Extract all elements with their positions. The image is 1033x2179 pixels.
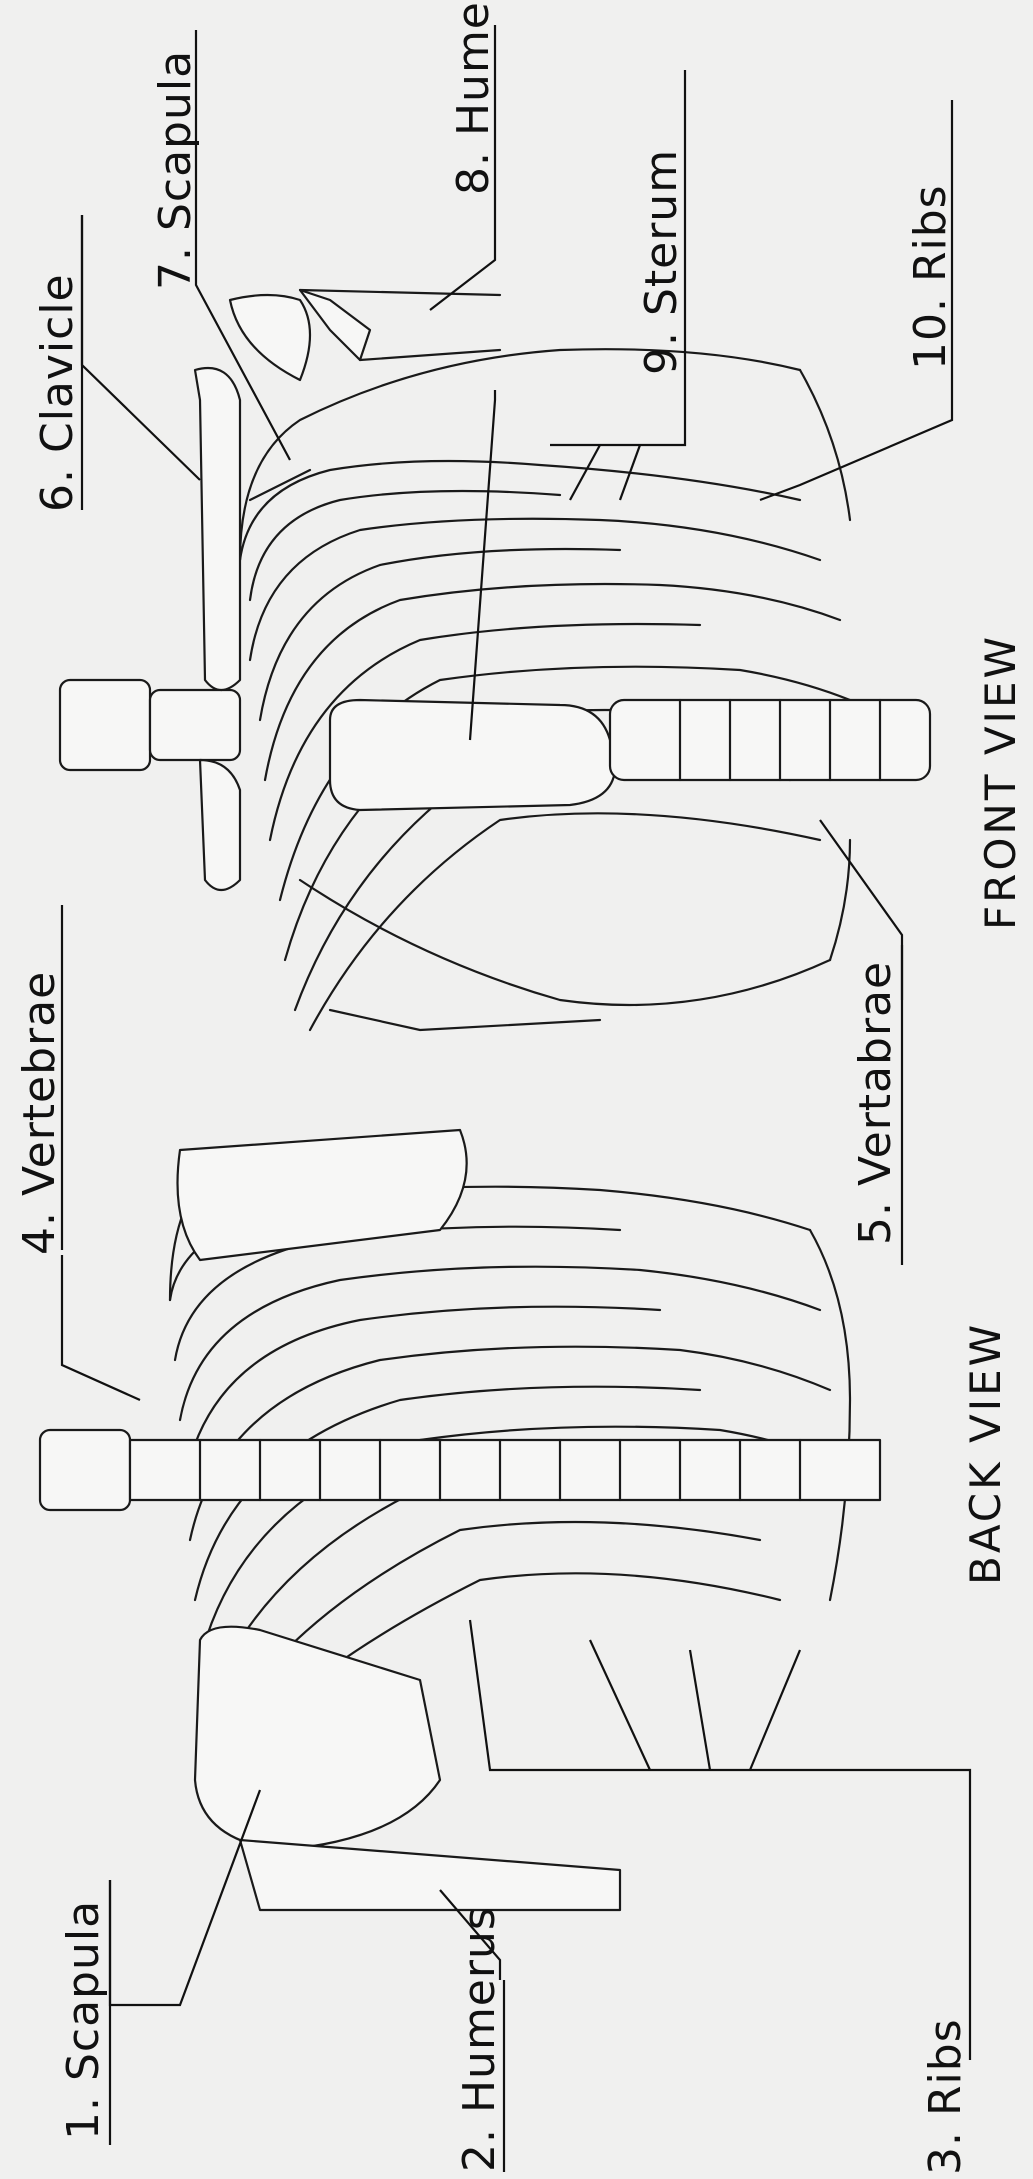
label-8-humerus: 8. Humerus: [448, 0, 499, 195]
label-6-clavicle: 6. Clavicle: [32, 273, 83, 512]
front-rib-cage: [240, 349, 850, 1030]
label-9-sterum: 9. Sterum: [636, 149, 687, 375]
labels: 1. Scapula 2. Humerus 3. Ribs 4. Vertebr…: [14, 0, 1025, 2175]
back-scapula-top: [178, 1130, 467, 1260]
front-humerus: [300, 290, 370, 360]
front-view-caption: FRONT VIEW: [976, 634, 1025, 930]
label-10-ribs: 10. Ribs: [905, 184, 956, 370]
back-view-skeleton: [40, 1130, 880, 1910]
front-scapula: [230, 295, 310, 380]
label-1-scapula: 1. Scapula: [58, 1900, 109, 2140]
label-7-scapula: 7. Scapula: [150, 50, 201, 290]
back-view-caption: BACK VIEW: [961, 1322, 1010, 1585]
front-clavicle: [195, 368, 240, 690]
back-vertebral-column: [40, 1430, 880, 1510]
back-humerus: [240, 1840, 620, 1910]
back-scapula: [195, 1627, 440, 1850]
label-5-vertabrae: 5. Vertabrae: [850, 961, 901, 1245]
label-3-ribs: 3. Ribs: [920, 2018, 971, 2175]
front-clavicle-right: [200, 760, 240, 890]
label-4-vertebrae: 4. Vertebrae: [14, 971, 65, 1255]
label-2-humerus: 2. Humerus: [454, 1906, 505, 2172]
